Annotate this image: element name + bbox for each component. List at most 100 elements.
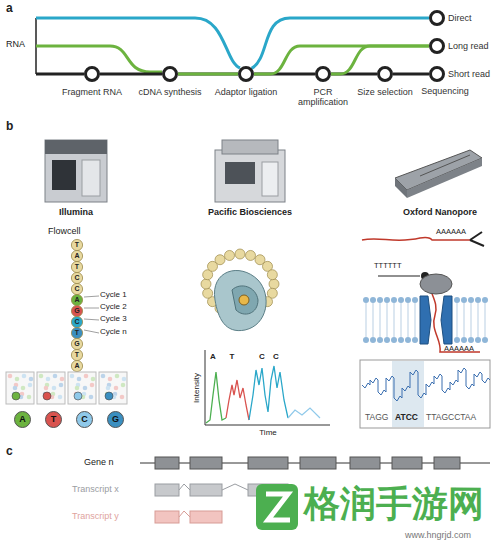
sequence-read: TTAGCCTAA <box>426 413 476 423</box>
cluster-dot <box>15 377 20 382</box>
lipid-tail <box>457 303 458 337</box>
cluster-dot <box>44 386 49 391</box>
platform-name: Illumina <box>59 207 93 217</box>
cluster-dot <box>115 374 120 379</box>
lipid-head <box>384 337 390 343</box>
step-circle: Fragment RNA <box>84 66 100 82</box>
nanopore-strands <box>362 232 484 352</box>
template-base <box>215 255 225 265</box>
step-circle: Size selection <box>377 66 393 82</box>
cluster-dot <box>12 392 20 400</box>
bead <box>71 250 82 261</box>
bead <box>71 338 82 349</box>
lipid-head <box>482 337 488 343</box>
lipid-head <box>405 297 411 303</box>
nanopore-device <box>395 150 482 198</box>
legend-text: T <box>45 411 62 428</box>
lipid-head <box>454 297 460 303</box>
legend-text: C <box>76 411 93 428</box>
cluster-dot <box>27 395 32 400</box>
step-label: Direct <box>448 13 472 23</box>
cluster-dot <box>60 377 65 382</box>
cluster-dot <box>8 374 13 379</box>
bead <box>71 261 82 272</box>
lipid-head <box>391 337 397 343</box>
lipid-tail <box>373 303 374 337</box>
axis-label: Intensity <box>192 373 201 403</box>
lipid-head <box>475 337 481 343</box>
cluster-dot <box>105 392 113 400</box>
base-call: C <box>273 352 279 361</box>
pacbio-machine <box>215 140 285 202</box>
lipid-head <box>363 337 369 343</box>
template-base <box>267 270 277 280</box>
template-base <box>269 279 279 289</box>
cluster-dot <box>89 395 94 400</box>
stage-label: Sequencing <box>421 86 469 96</box>
bead <box>71 272 82 283</box>
lipid-tail <box>366 303 367 337</box>
bead <box>71 283 82 294</box>
output-circle: Long read <box>429 38 445 54</box>
illumina-machine <box>45 140 107 202</box>
step-label: cDNA synthesis <box>138 87 202 97</box>
lipid-head <box>370 297 376 303</box>
lipid-tail <box>464 303 465 337</box>
lipid-head <box>482 297 488 303</box>
lipid-head <box>468 297 474 303</box>
cycle-label: Cycle 3 <box>100 314 127 323</box>
bead-letter: T <box>71 328 83 338</box>
sequence-label: TTTTTT <box>374 262 402 271</box>
legend-text: G <box>107 411 124 428</box>
bead-letter: A <box>71 251 83 261</box>
sequence-label: AAAAAA <box>436 228 466 237</box>
lipid-tail <box>394 303 395 337</box>
watermark: 格润手游网 <box>304 483 484 524</box>
base-call: T <box>230 352 235 361</box>
cluster-dot <box>52 386 57 391</box>
cluster-dot <box>121 383 126 388</box>
flow-line <box>393 73 429 76</box>
flow-line <box>178 73 238 76</box>
lipid-tail <box>485 303 486 337</box>
bead-letter: G <box>71 339 83 349</box>
chromatogram <box>205 350 330 425</box>
cluster-dot <box>43 392 51 400</box>
cluster-dot <box>28 383 33 388</box>
cluster-dot <box>120 395 125 400</box>
cluster-dot <box>77 377 82 382</box>
legend-text: A <box>14 411 31 428</box>
bead-letter: G <box>71 306 83 316</box>
lipid-tail <box>415 303 416 337</box>
cluster-dot <box>108 377 113 382</box>
step-circle: Adaptor ligation <box>238 66 254 82</box>
cluster-dot <box>122 377 127 382</box>
sequence-read: ATCC <box>395 413 418 423</box>
cluster-dot <box>46 377 51 382</box>
flow-line <box>178 73 238 76</box>
platform-name: Oxford Nanopore <box>403 207 477 217</box>
panel-letter: a <box>6 2 13 16</box>
lipid-head <box>377 297 383 303</box>
lipid-head <box>398 297 404 303</box>
bead-letter: T <box>71 240 83 250</box>
cycle-label: Cycle n <box>100 327 127 336</box>
cluster-dot <box>75 386 80 391</box>
membrane <box>363 297 488 343</box>
step-circle: PCR amplification <box>315 66 331 82</box>
image-tile <box>68 372 96 404</box>
part-label: Flowcell <box>48 226 81 236</box>
bead-letter: C <box>71 273 83 283</box>
step-label: Fragment RNA <box>60 87 124 97</box>
platform-name: Pacific Biosciences <box>208 207 292 217</box>
panel-letter: b <box>6 120 13 134</box>
lipid-head <box>412 297 418 303</box>
bead <box>71 360 82 371</box>
lipid-head <box>363 297 369 303</box>
bead-letter: A <box>71 295 83 305</box>
bead-letter: C <box>71 284 83 294</box>
lipid-head <box>468 337 474 343</box>
imaging-tiles <box>6 372 127 404</box>
watermark-logo <box>256 484 298 530</box>
cluster-dot <box>22 374 27 379</box>
